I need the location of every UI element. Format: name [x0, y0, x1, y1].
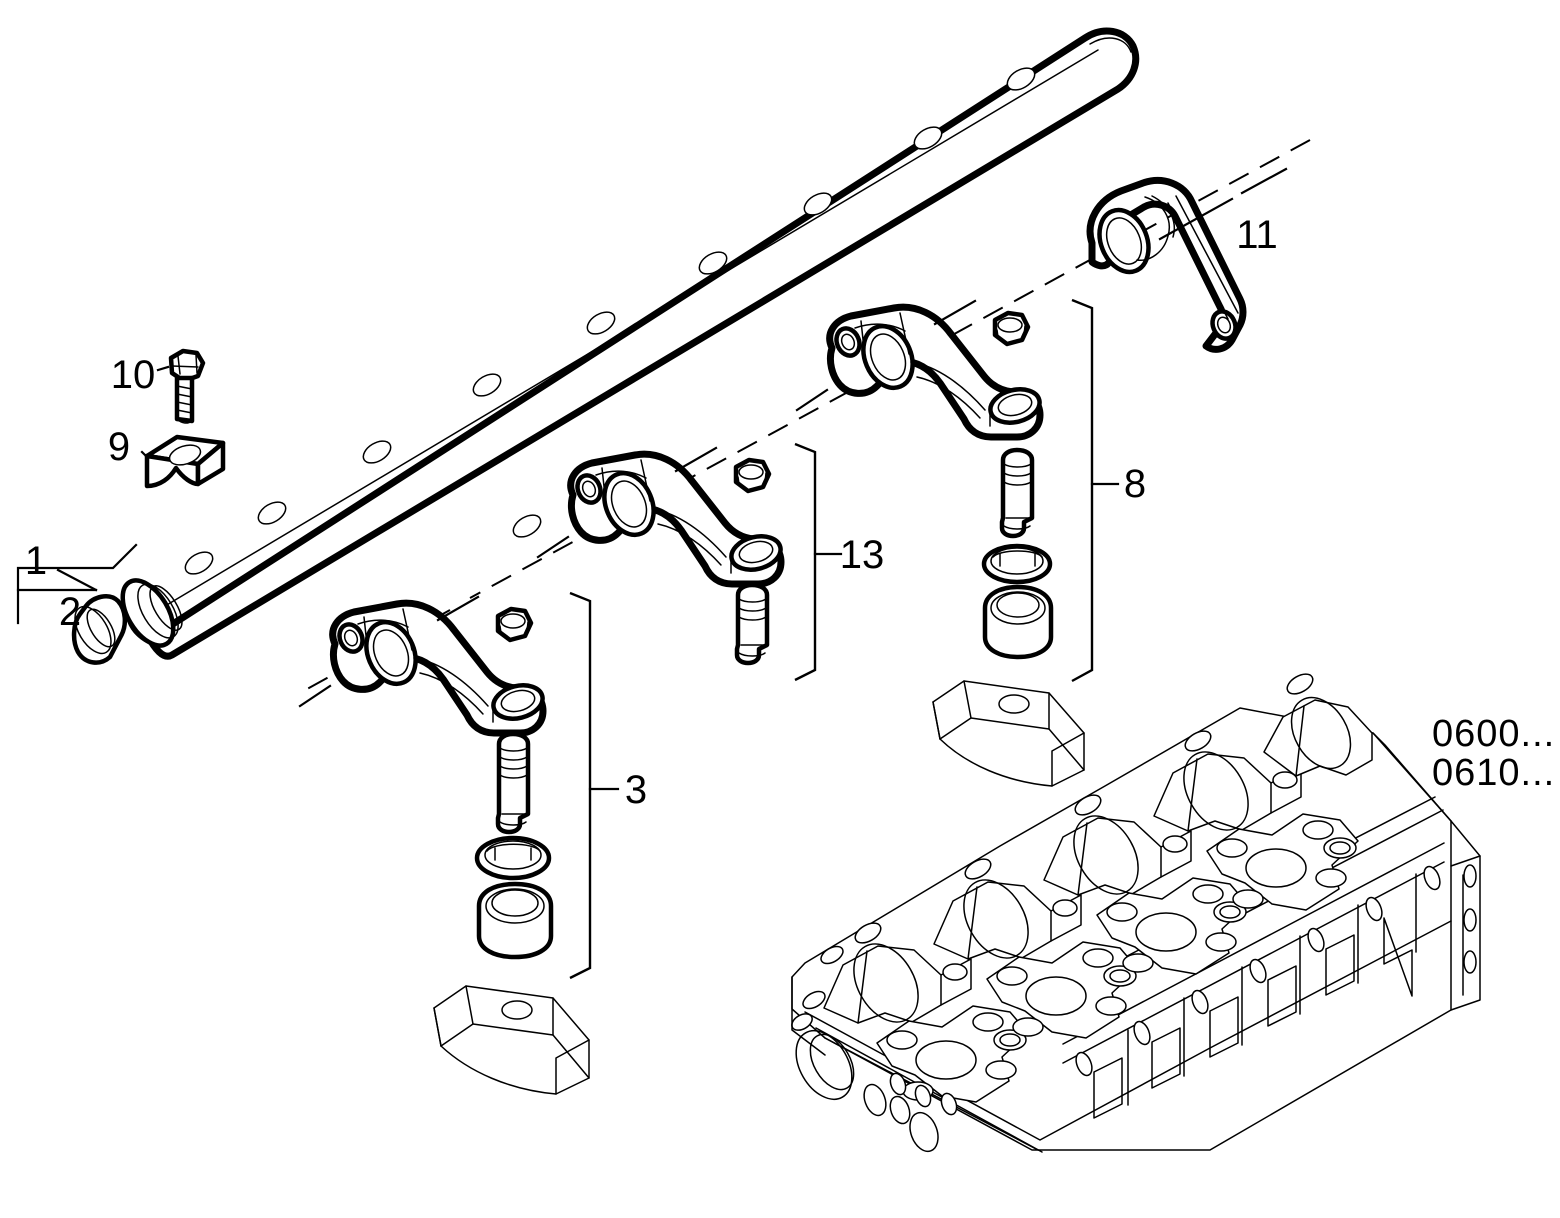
screw-icon — [495, 731, 531, 835]
callout-label-3: 3 — [625, 768, 647, 812]
rocker-arm-assembly-lower — [329, 599, 590, 1095]
callout-bracket-8 — [1071, 298, 1120, 683]
bushing-icon — [982, 584, 1054, 660]
reference-codes: 0600... 0610... — [1432, 713, 1555, 794]
valve-deck-pad — [986, 941, 1139, 1039]
callout-label-10: 10 — [111, 353, 156, 397]
cam-saddle — [823, 943, 972, 1024]
rocker-arm-shaft — [120, 27, 1140, 660]
cylinder-head-icon — [791, 673, 1481, 1153]
rocker-arm-icon — [329, 599, 547, 737]
callout-labels: 1 2 3 8 9 10 11 13 — [25, 213, 1278, 812]
cam-saddle — [1263, 696, 1373, 777]
shaft-retainer-clamp — [144, 434, 226, 489]
hex-nut-icon — [733, 457, 772, 494]
valve-deck-pad — [1096, 877, 1249, 975]
callout-bracket-1 — [16, 543, 138, 625]
rocker-arm-icon — [826, 303, 1044, 441]
leader-9 — [140, 450, 148, 458]
callout-label-1: 1 — [25, 539, 47, 583]
shaft-end-plug — [71, 594, 128, 665]
cam-saddle — [933, 879, 1082, 960]
valve-deck-pad — [1206, 813, 1359, 911]
callout-label-9: 9 — [108, 425, 130, 469]
leader-11 — [1158, 167, 1288, 241]
cam-saddle — [1153, 751, 1302, 832]
washer-icon — [474, 835, 552, 881]
callout-bracket-3 — [569, 591, 620, 980]
screw-icon — [999, 447, 1035, 539]
hex-nut-icon — [992, 310, 1031, 347]
callout-label-8: 8 — [1124, 462, 1146, 506]
shaft-oil-holes — [184, 67, 1036, 575]
reference-code-0610: 0610... — [1432, 752, 1555, 794]
screw-icon — [734, 582, 770, 666]
bushing-icon — [476, 881, 554, 960]
rocker-lever — [1086, 176, 1247, 353]
retainer-bolt — [168, 348, 206, 424]
hex-nut-icon — [495, 606, 534, 643]
rocker-leaders — [298, 299, 977, 708]
support-bracket-icon — [433, 985, 590, 1095]
cam-saddle — [1043, 815, 1192, 896]
rocker-arm-assembly-upper — [826, 303, 1085, 787]
support-bracket-icon — [932, 680, 1085, 787]
reference-code-0600: 0600... — [1432, 713, 1555, 755]
rocker-arm-assembly-middle — [567, 450, 785, 666]
callout-label-13: 13 — [840, 533, 885, 577]
callout-label-11: 11 — [1236, 213, 1278, 257]
rocker-arm-icon — [567, 450, 785, 588]
leader-10 — [156, 365, 170, 372]
callout-label-2: 2 — [59, 590, 81, 634]
callout-bracket-13 — [794, 442, 843, 682]
washer-icon — [981, 543, 1053, 585]
